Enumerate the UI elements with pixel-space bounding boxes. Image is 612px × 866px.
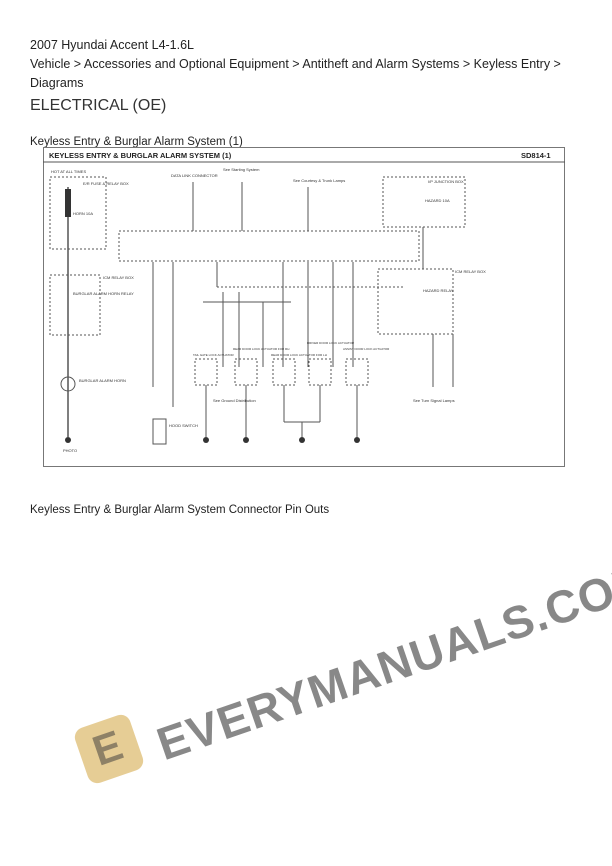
figure-caption-pinouts: Keyless Entry & Burglar Alarm System Con… [30, 504, 330, 516]
label-junction: I/P JUNCTION BOX [428, 179, 464, 184]
label-starting: See Starting System [223, 167, 260, 172]
label-hazard: HAZARD 10A [425, 198, 450, 203]
label-ground: See Ground Distribution [213, 398, 256, 403]
diagram-title: KEYLESS ENTRY & BURGLAR ALARM SYSTEM (1) [49, 151, 232, 160]
label-tailgate: TAIL GATE LOCK ACTUATOR [193, 353, 235, 357]
section-heading: ELECTRICAL (OE) [30, 97, 167, 114]
label-alarm-relay: BURGLAR ALARM HORN RELAY [73, 291, 134, 296]
watermark: EVERYMANUALS.COM [150, 551, 612, 771]
label-driver: DRIVER DOOR LOCK ACTUATOR [307, 341, 355, 345]
diagram-code: SD814-1 [521, 151, 551, 160]
label-fusebox: E/R FUSE & RELAY BOX [83, 181, 129, 186]
label-hazard-relay: HAZARD RELAY [423, 288, 454, 293]
label-courtesy: See Courtesy & Trunk Lamps [293, 178, 345, 183]
wiring-diagram: KEYLESS ENTRY & BURGLAR ALARM SYSTEM (1)… [43, 147, 565, 467]
label-hood: HOOD SWITCH [169, 423, 198, 428]
label-icm2: ICM RELAY BOX [455, 269, 486, 274]
watermark-logo: E [72, 712, 146, 786]
label-turn: See Turn Signal Lamps [413, 398, 455, 403]
label-assist: ASSIST DOOR LOCK ACTUATOR [343, 347, 390, 351]
label-horn-fuse: HORN 10A [73, 211, 93, 216]
label-photo: PHOTO [63, 448, 77, 453]
breadcrumb-end: Diagrams [30, 76, 84, 90]
breadcrumb: Vehicle > Accessories and Optional Equip… [30, 57, 561, 71]
vehicle-title: 2007 Hyundai Accent L4-1.6L [30, 38, 195, 52]
label-rear-lh: REAR DOOR LOCK ACTUATOR FOR LH [271, 353, 327, 357]
label-icm1: ICM RELAY BOX [103, 275, 134, 280]
label-dlc: DATA LINK CONNECTOR [171, 173, 218, 178]
label-horn: BURGLAR ALARM HORN [79, 378, 126, 383]
figure-caption: Keyless Entry & Burglar Alarm System (1) [30, 136, 243, 148]
label-hot: HOT AT ALL TIMES [51, 169, 86, 174]
label-rear-rh: REAR DOOR LOCK ACTUATOR FOR RH [233, 347, 289, 351]
